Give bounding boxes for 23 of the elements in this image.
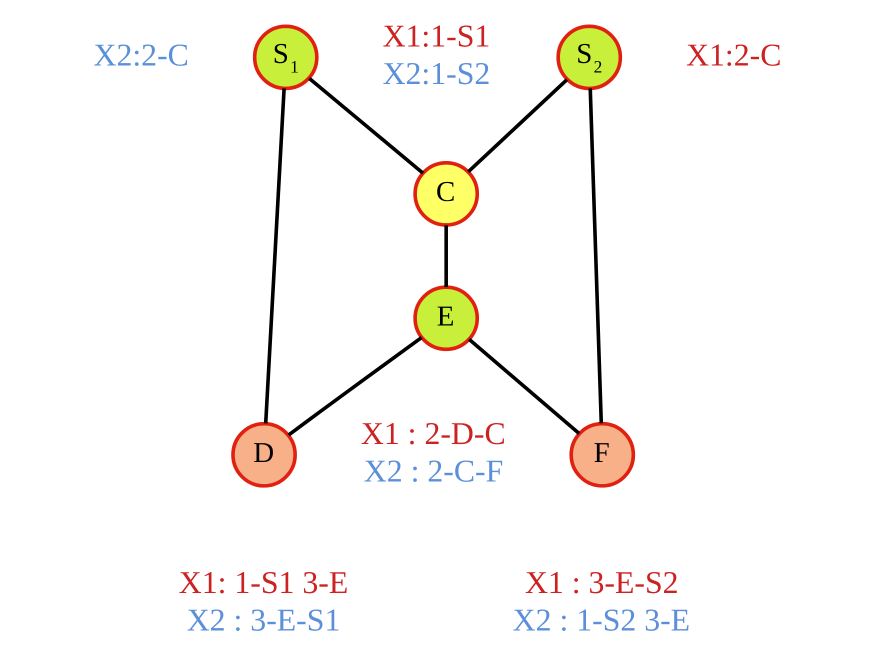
node-label: X1 : 2-D-C: [360, 416, 506, 452]
connector: [264, 88, 286, 424]
node-label: X2 : 2-C-F: [364, 454, 504, 489]
connector: [588, 88, 604, 424]
node-label: X1:1-S1: [382, 18, 490, 54]
node-label: X2 : 1-S2 3-E: [512, 602, 690, 638]
connector: [468, 338, 580, 435]
node-circle: D: [231, 422, 297, 488]
node-circle: S$_{1}$: [252, 24, 319, 90]
node-circle: C: [413, 161, 480, 227]
connector: [467, 78, 568, 174]
node-circle: E: [413, 285, 480, 352]
node-label: X2:2-C: [94, 37, 189, 72]
connector: [288, 336, 423, 436]
connector: [308, 77, 424, 174]
node-label: X1:2-C: [686, 37, 782, 72]
node-label: X2 : 3-E-S1: [186, 602, 340, 638]
node-label: X2:1-S2: [382, 56, 490, 92]
node-label: X1 : 3-E-S2: [524, 564, 679, 600]
node-circle: F: [569, 422, 636, 488]
node-label: X1: 1-S1 3-E: [178, 564, 348, 600]
connector: [444, 225, 448, 288]
node-circle: S$_{2}$: [556, 24, 622, 90]
